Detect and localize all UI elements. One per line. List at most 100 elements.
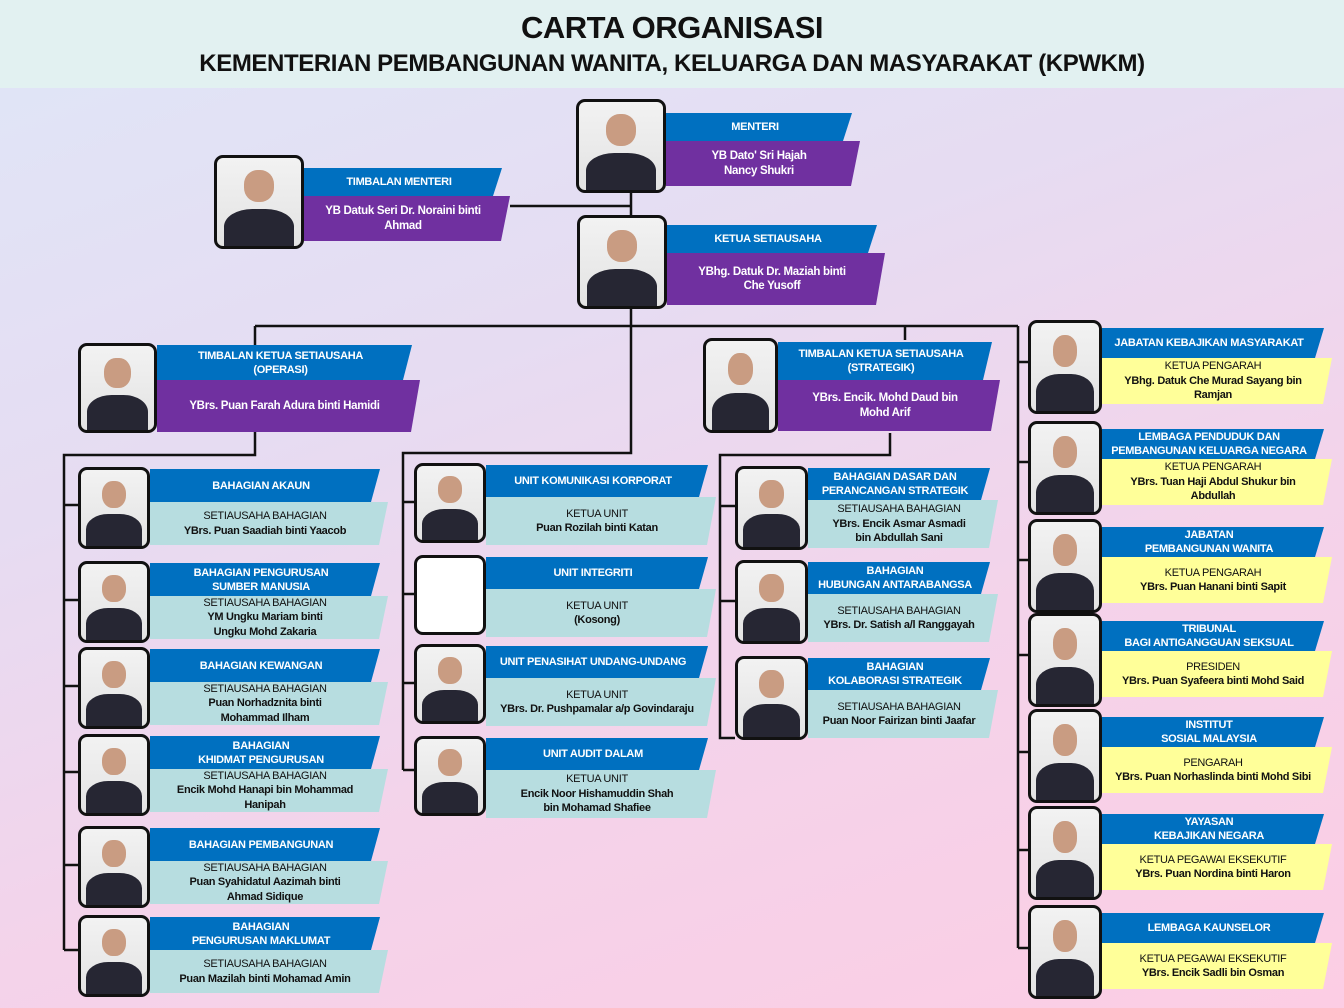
- portrait-head: [606, 230, 638, 262]
- card-title: UNIT INTEGRITI: [486, 557, 708, 589]
- card-title: BAHAGIAN AKAUN: [150, 469, 380, 502]
- portrait-photo: [1028, 421, 1102, 515]
- portrait-head: [104, 357, 131, 388]
- card-title: TIMBALAN KETUA SETIAUSAHA (STRATEGIK): [778, 342, 992, 380]
- card-title: JABATAN KEBAJIKAN MASYARAKAT: [1102, 328, 1324, 358]
- portrait-head: [102, 574, 126, 602]
- portrait-body: [422, 781, 478, 813]
- card-title: BAHAGIAN KEWANGAN: [150, 649, 380, 682]
- portrait-photo: [78, 343, 157, 433]
- card-name: YBrs. Dr. Satish a/l Ranggayah: [823, 619, 975, 631]
- portrait-photo: [1028, 320, 1102, 414]
- portrait-photo: [1028, 806, 1102, 900]
- card-name: YM Ungku Mariam binti Ungku Mohd Zakaria: [207, 611, 323, 638]
- portrait-head: [1052, 335, 1078, 367]
- portrait-body: [86, 873, 142, 905]
- card-title: BAHAGIAN PENGURUSAN SUMBER MANUSIA: [150, 563, 380, 596]
- portrait-body: [743, 514, 800, 547]
- portrait-body: [585, 153, 657, 190]
- portrait-head: [759, 669, 784, 698]
- title-banner: CARTA ORGANISASI KEMENTERIAN PEMBANGUNAN…: [0, 0, 1344, 88]
- card-title: MENTERI: [666, 113, 852, 141]
- connector-units: [403, 500, 414, 772]
- card-name: YBhg. Datuk Che Murad Sayang bin Ramjan: [1124, 374, 1302, 402]
- portrait-photo: [1028, 709, 1102, 803]
- card-role: KETUA PEGAWAI EKSEKUTIF: [1139, 853, 1287, 866]
- card-name: Puan Rozilah binti Katan: [536, 522, 658, 534]
- chart-subtitle: KEMENTERIAN PEMBANGUNAN WANITA, KELUARGA…: [199, 50, 1145, 77]
- card-role: SETIAUSAHA BAHAGIAN: [203, 769, 327, 782]
- portrait-body: [1036, 860, 1094, 897]
- card-name: YBrs. Puan Nordina binti Haron: [1135, 868, 1291, 880]
- portrait-body: [743, 608, 800, 641]
- portrait-photo: [414, 736, 486, 816]
- portrait-body: [86, 962, 142, 994]
- portrait-head: [759, 573, 784, 602]
- card-name: YBrs. Tuan Haji Abdul Shukur bin Abdulla…: [1130, 475, 1296, 503]
- card-title: UNIT PENASIHAT UNDANG-UNDANG: [486, 646, 708, 678]
- card-role: SETIAUSAHA BAHAGIAN: [203, 958, 327, 970]
- card-name: Puan Norhadznita binti Mohammad Ilham: [208, 697, 322, 724]
- card-body: SETIAUSAHA BAHAGIAN Puan Norhadznita bint…: [150, 682, 388, 725]
- portrait-photo: [414, 644, 486, 724]
- card-body: YBhg. Datuk Dr. Maziah binti Che Yusoff: [667, 253, 885, 305]
- portrait-photo: [414, 463, 486, 543]
- portrait-body: [86, 608, 142, 640]
- portrait-photo: [1028, 905, 1102, 999]
- card-name: YB Dato' Sri Hajah Nancy Shukri: [711, 150, 807, 177]
- card-title: KETUA SETIAUSAHA: [667, 225, 877, 253]
- card-role: KETUA UNIT: [566, 688, 628, 701]
- card-name: YBrs. Puan Saadiah binti Yaacob: [183, 524, 347, 537]
- card-body: SETIAUSAHA BAHAGIAN Puan Mazilah binti Mo…: [150, 950, 388, 993]
- portrait-head: [102, 839, 126, 867]
- portrait-body: [422, 689, 478, 721]
- card-name: (Kosong): [574, 614, 620, 626]
- portrait-body: [711, 392, 770, 430]
- card-role: SETIAUSAHA BAHAGIAN: [203, 682, 327, 695]
- chart-title: CARTA ORGANISASI: [521, 10, 824, 45]
- portrait-head: [102, 928, 126, 956]
- portrait-head: [102, 747, 126, 775]
- card-name: YBrs. Puan Syafeera binti Mohd Said: [1121, 675, 1305, 687]
- card-body: KETUA PEGAWAI EKSEKUTIF YBrs. Puan Nordin…: [1102, 844, 1332, 890]
- card-body: YBrs. Puan Farah Adura binti Hamidi: [157, 380, 420, 432]
- portrait-body: [86, 394, 149, 430]
- portrait-head: [1052, 628, 1078, 660]
- card-body: KETUA UNIT(Kosong): [486, 589, 716, 637]
- portrait-photo: [78, 467, 150, 549]
- portrait-body: [86, 514, 142, 546]
- portrait-head: [438, 476, 462, 503]
- card-name: YBrs. Puan Norhaslinda binti Mohd Sibi: [1115, 771, 1311, 783]
- portrait-photo: [1028, 519, 1102, 613]
- connector-operasi: [62, 432, 257, 952]
- card-name: YBhg. Datuk Dr. Maziah binti Che Yusoff: [698, 265, 846, 292]
- card-title: UNIT AUDIT DALAM: [486, 738, 708, 770]
- card-title: TRIBUNAL BAGI ANTIGANGGUAN SEKSUAL: [1102, 621, 1324, 651]
- portrait-body: [86, 694, 142, 726]
- card-name: Puan Mazilah binti Mohamad Amin: [179, 972, 351, 985]
- portrait-body: [743, 704, 800, 737]
- portrait-photo: [78, 826, 150, 908]
- card-title: BAHAGIAN PENGURUSAN MAKLUMAT: [150, 917, 380, 950]
- portrait-head: [1052, 436, 1078, 468]
- card-title: BAHAGIAN PEMBANGUNAN: [150, 828, 380, 861]
- portrait-body: [422, 508, 478, 540]
- card-name: YBrs. Puan Farah Adura binti Hamidi: [189, 399, 380, 412]
- card-title: JABATAN PEMBANGUNAN WANITA: [1102, 527, 1324, 557]
- card-role: PENGARAH: [1183, 756, 1243, 769]
- card-title: TIMBALAN MENTERI: [304, 168, 502, 196]
- card-name: Encik Noor Hishamuddin Shah bin Mohamad …: [520, 787, 674, 815]
- portrait-photo: [78, 647, 150, 729]
- card-role: SETIAUSAHA BAHAGIAN: [203, 861, 327, 874]
- card-body: YBrs. Encik. Mohd Daud bin Mohd Arif: [778, 380, 1000, 431]
- portrait-body: [223, 209, 295, 246]
- card-title: BAHAGIAN HUBUNGAN ANTARABANGSA: [808, 562, 990, 594]
- card-title: UNIT KOMUNIKASI KORPORAT: [486, 465, 708, 497]
- card-role: KETUA PENGARAH: [1164, 360, 1262, 373]
